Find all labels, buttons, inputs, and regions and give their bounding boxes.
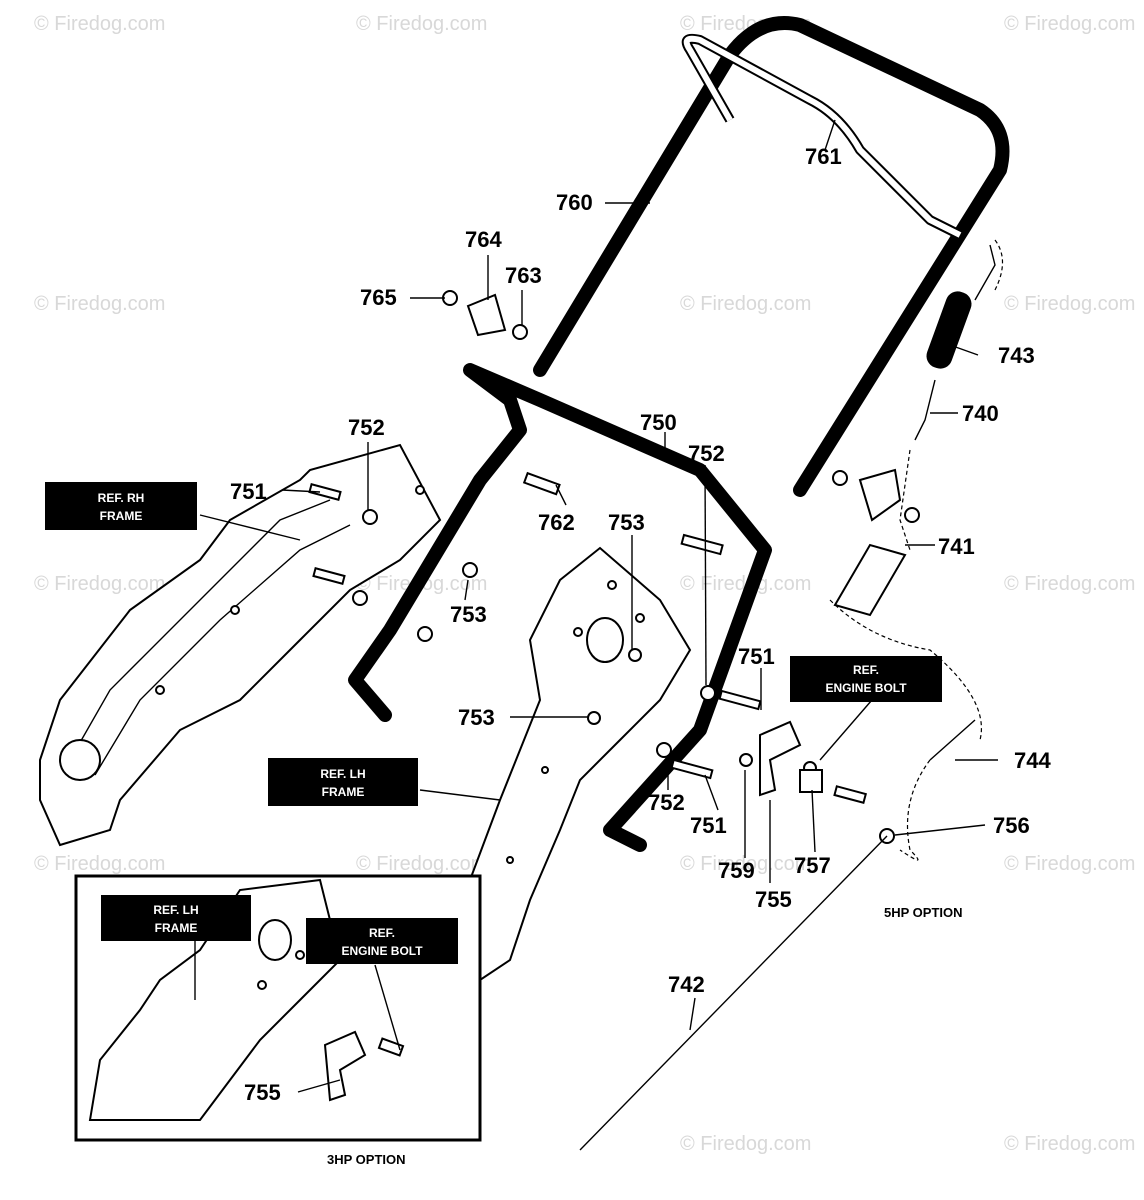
callout-753: 753: [608, 510, 645, 535]
ref-inset-engine-bolt-box: REF. ENGINE BOLT: [306, 918, 458, 964]
ref-label-line1: REF.: [853, 663, 879, 677]
callout-labels: 760 761 764 763 765 743 740 750 752 752 …: [230, 144, 1051, 1105]
ref-lh-frame-box: REF. LH FRAME: [268, 758, 418, 806]
ref-label-line2: ENGINE BOLT: [341, 944, 423, 958]
lower-handle-750: [348, 363, 772, 852]
callout-753: 753: [458, 705, 495, 730]
watermark: © Firedog.com: [680, 853, 811, 875]
watermark: © Firedog.com: [1004, 293, 1135, 315]
callout-760: 760: [556, 190, 593, 215]
watermark: © Firedog.com: [356, 853, 487, 875]
watermark: © Firedog.com: [34, 293, 165, 315]
cable-assembly: [579, 239, 1004, 1151]
callout-755: 755: [755, 887, 792, 912]
callout-757: 757: [794, 853, 831, 878]
callout-752: 752: [348, 415, 385, 440]
ref-label-line2: ENGINE BOLT: [825, 681, 907, 695]
callout-751: 751: [230, 479, 267, 504]
ref-label-line1: REF. RH: [98, 491, 145, 505]
callout-755: 755: [244, 1080, 281, 1105]
callout-756: 756: [993, 813, 1030, 838]
bail-761: [681, 33, 963, 240]
option-label-5hp: 5HP OPTION: [884, 905, 963, 920]
callout-743: 743: [998, 343, 1035, 368]
callout-761: 761: [805, 144, 842, 169]
watermark: © Firedog.com: [34, 13, 165, 35]
watermark: © Firedog.com: [1004, 1133, 1135, 1155]
callout-762: 762: [538, 510, 575, 535]
lh-frame-drawing: [468, 546, 692, 982]
callout-753: 753: [450, 602, 487, 627]
option-label-3hp: 3HP OPTION: [327, 1152, 406, 1167]
watermark: © Firedog.com: [1004, 573, 1135, 595]
callout-751: 751: [690, 813, 727, 838]
watermark: © Firedog.com: [356, 13, 487, 35]
ref-label-line1: REF. LH: [153, 903, 198, 917]
ref-inset-lh-frame-box: REF. LH FRAME: [101, 895, 251, 941]
ref-label-line2: FRAME: [100, 509, 143, 523]
ref-rh-frame-box: REF. RH FRAME: [45, 482, 197, 530]
watermark: © Firedog.com: [680, 293, 811, 315]
rh-frame-drawing: [39, 443, 442, 847]
callout-741: 741: [938, 534, 975, 559]
callout-744: 744: [1014, 748, 1051, 773]
upper-handle-760: [533, 16, 1010, 497]
callout-765: 765: [360, 285, 397, 310]
ref-label-line1: REF.: [369, 926, 395, 940]
ref-label-line1: REF. LH: [320, 767, 365, 781]
callout-750: 750: [640, 410, 677, 435]
callout-752: 752: [688, 441, 725, 466]
callout-764: 764: [465, 227, 502, 252]
watermark: © Firedog.com: [680, 1133, 811, 1155]
watermark: © Firedog.com: [1004, 13, 1135, 35]
watermark: © Firedog.com: [34, 853, 165, 875]
callout-763: 763: [505, 263, 542, 288]
callout-742: 742: [668, 972, 705, 997]
callout-751: 751: [738, 644, 775, 669]
watermark: © Firedog.com: [1004, 853, 1135, 875]
callout-759: 759: [718, 858, 755, 883]
ref-engine-bolt-box: REF. ENGINE BOLT: [790, 656, 942, 702]
ref-label-line2: FRAME: [155, 921, 198, 935]
callout-740: 740: [962, 401, 999, 426]
leader-lines: [194, 119, 998, 1093]
ref-label-line2: FRAME: [322, 785, 365, 799]
hardware: [308, 290, 920, 844]
watermark: © Firedog.com: [34, 573, 165, 595]
callout-752: 752: [648, 790, 685, 815]
